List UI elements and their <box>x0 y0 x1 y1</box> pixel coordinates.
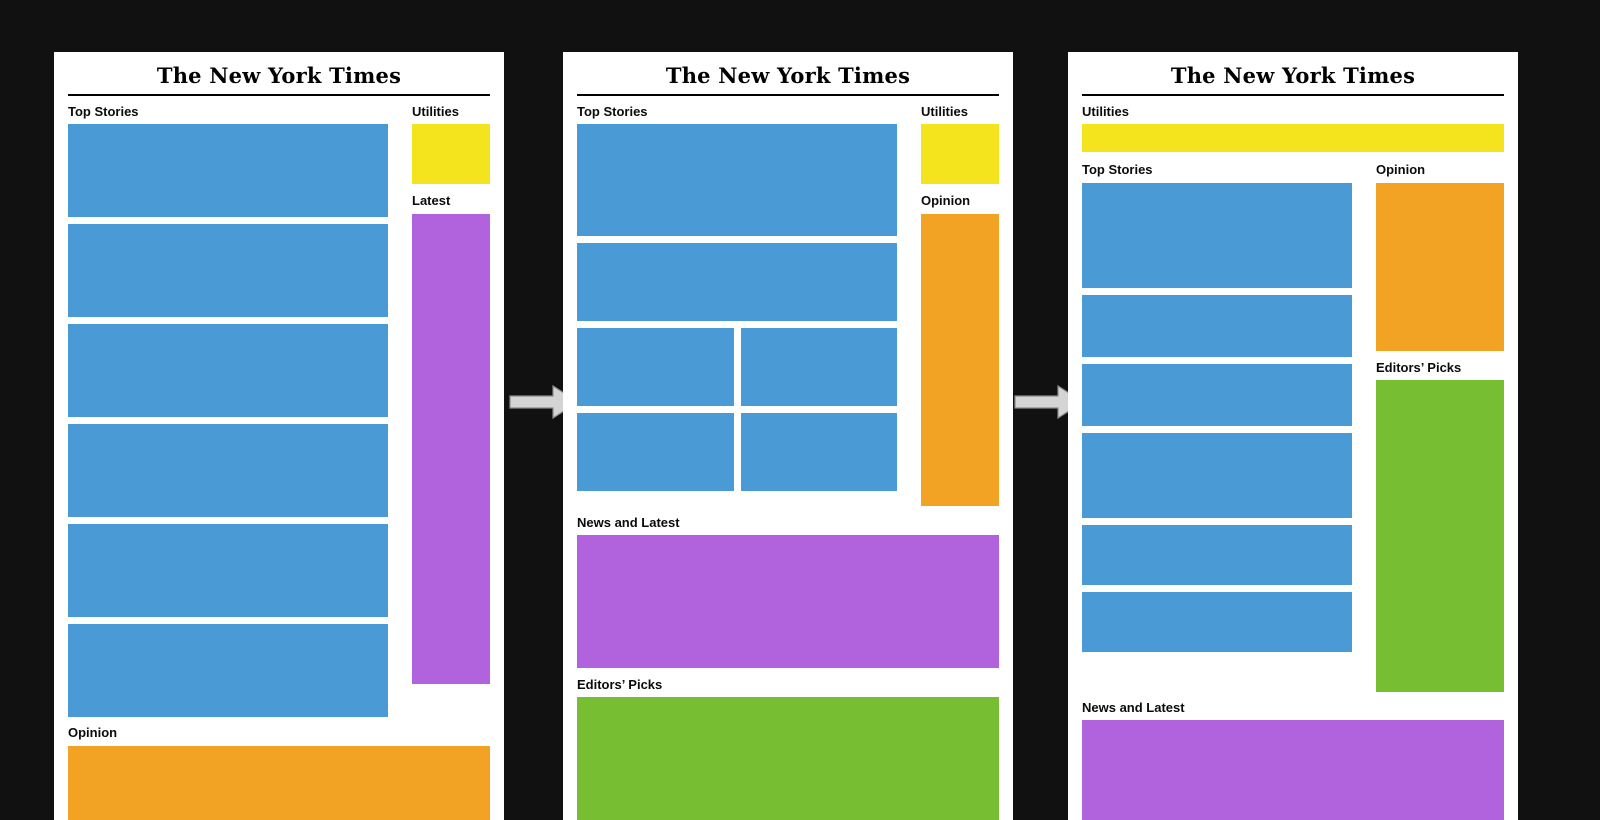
news-and-latest-card[interactable] <box>577 534 999 668</box>
section-label-editors-picks: Editors’ Picks <box>577 676 663 692</box>
story-card[interactable] <box>68 624 388 718</box>
story-card[interactable] <box>1082 432 1352 518</box>
top-stories-card-stack <box>577 124 897 322</box>
section-label-editors-picks: Editors’ Picks <box>1376 359 1462 375</box>
section-label-top-stories: Top Stories <box>577 104 648 120</box>
story-card[interactable] <box>68 324 388 418</box>
story-card[interactable] <box>577 328 734 407</box>
panel-1-body: Top Stories Utilities Latest <box>68 104 490 718</box>
masthead-divider <box>1082 94 1504 97</box>
layout-variant-panel-1: The New York Times Top Stories Utilities… <box>54 52 504 820</box>
section-label-news-and-latest: News and Latest <box>577 514 680 530</box>
section-label-utilities: Utilities <box>921 104 968 120</box>
section-label-utilities: Utilities <box>412 104 459 120</box>
section-label-top-stories: Top Stories <box>1082 162 1153 178</box>
masthead-title: The New York Times <box>665 62 911 89</box>
story-card[interactable] <box>740 413 897 492</box>
story-card[interactable] <box>68 224 388 318</box>
story-card[interactable] <box>577 124 897 237</box>
section-label-opinion: Opinion <box>921 193 971 209</box>
masthead-divider <box>577 94 999 97</box>
story-card[interactable] <box>740 328 897 407</box>
panel-3-body: Top Stories Opinion Editors’ Picks <box>1082 163 1504 692</box>
section-label-opinion: Opinion <box>1376 162 1426 178</box>
story-card[interactable] <box>1082 591 1352 652</box>
masthead-title: The New York Times <box>1170 62 1416 89</box>
opinion-card[interactable] <box>921 213 999 506</box>
section-label-latest: Latest <box>412 193 451 209</box>
story-card[interactable] <box>577 243 897 322</box>
story-card[interactable] <box>577 413 734 492</box>
panel-3-right-rail: Opinion Editors’ Picks <box>1376 163 1504 692</box>
panel-2-main-column: Top Stories <box>577 104 897 492</box>
opinion-card[interactable] <box>1376 182 1504 351</box>
editors-picks-card[interactable] <box>577 697 999 820</box>
section-label-opinion: Opinion <box>68 725 118 741</box>
latest-card[interactable] <box>412 213 490 684</box>
panel-3-main-column: Top Stories <box>1082 162 1352 652</box>
section-label-news-and-latest: News and Latest <box>1082 699 1185 715</box>
layout-variant-panel-3: The New York Times Utilities Top Stories… <box>1068 52 1518 820</box>
masthead-title: The New York Times <box>156 62 402 89</box>
top-stories-card-grid <box>577 328 897 492</box>
story-card[interactable] <box>68 424 388 518</box>
layout-variant-panel-2: The New York Times Top Stories Utilities <box>563 52 1013 820</box>
story-card[interactable] <box>1082 524 1352 585</box>
top-stories-card-stack <box>68 124 388 718</box>
panel-2-body: Top Stories Utilities Opinion <box>577 104 999 506</box>
utilities-card[interactable] <box>412 124 490 185</box>
utilities-card[interactable] <box>1082 124 1504 153</box>
story-card[interactable] <box>1082 294 1352 357</box>
top-stories-card-stack <box>1082 182 1352 652</box>
panel-1-main-column: Top Stories <box>68 104 388 718</box>
news-and-latest-card[interactable] <box>1082 720 1504 820</box>
story-card[interactable] <box>68 124 388 218</box>
story-card[interactable] <box>68 524 388 618</box>
story-card[interactable] <box>1082 182 1352 288</box>
section-label-top-stories: Top Stories <box>68 104 139 120</box>
panel-2-right-rail: Utilities Opinion <box>921 104 999 506</box>
masthead-divider <box>68 94 490 97</box>
editors-picks-card[interactable] <box>1376 379 1504 692</box>
opinion-card[interactable] <box>68 745 490 820</box>
utilities-card[interactable] <box>921 124 999 185</box>
panel-1-right-rail: Utilities Latest <box>412 104 490 684</box>
story-card[interactable] <box>1082 363 1352 426</box>
section-label-utilities: Utilities <box>1082 104 1129 120</box>
